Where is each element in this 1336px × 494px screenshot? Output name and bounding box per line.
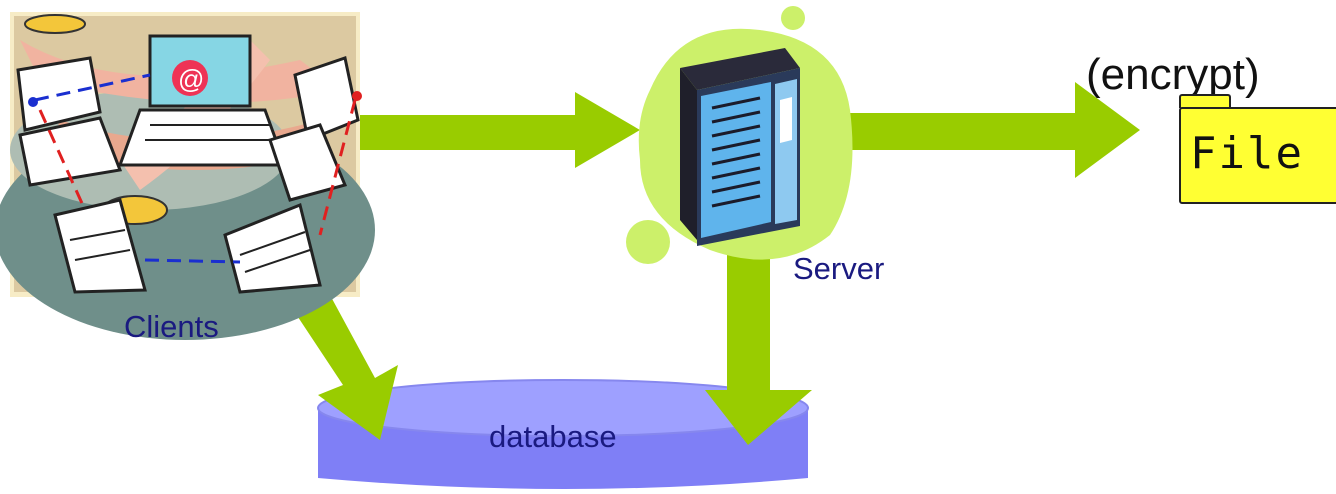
server-rack-icon [626,6,853,264]
file-label: File [1190,128,1304,179]
database-label: database [489,419,617,454]
arrow-clients-to-database [290,295,398,440]
database-cylinder-icon [317,379,809,489]
file-folder-tab [1179,94,1231,108]
arrow-server-to-file [850,82,1140,178]
clients-network-clipart: @ [0,12,375,340]
svg-text:@: @ [178,64,204,94]
file-folder-icon [1179,107,1336,204]
clients-label: Clients [124,309,219,344]
arrow-server-to-database [705,240,812,445]
server-label: Server [793,251,885,286]
encrypt-label: (encrypt) [1086,50,1260,99]
arrow-clients-to-server [355,92,640,168]
